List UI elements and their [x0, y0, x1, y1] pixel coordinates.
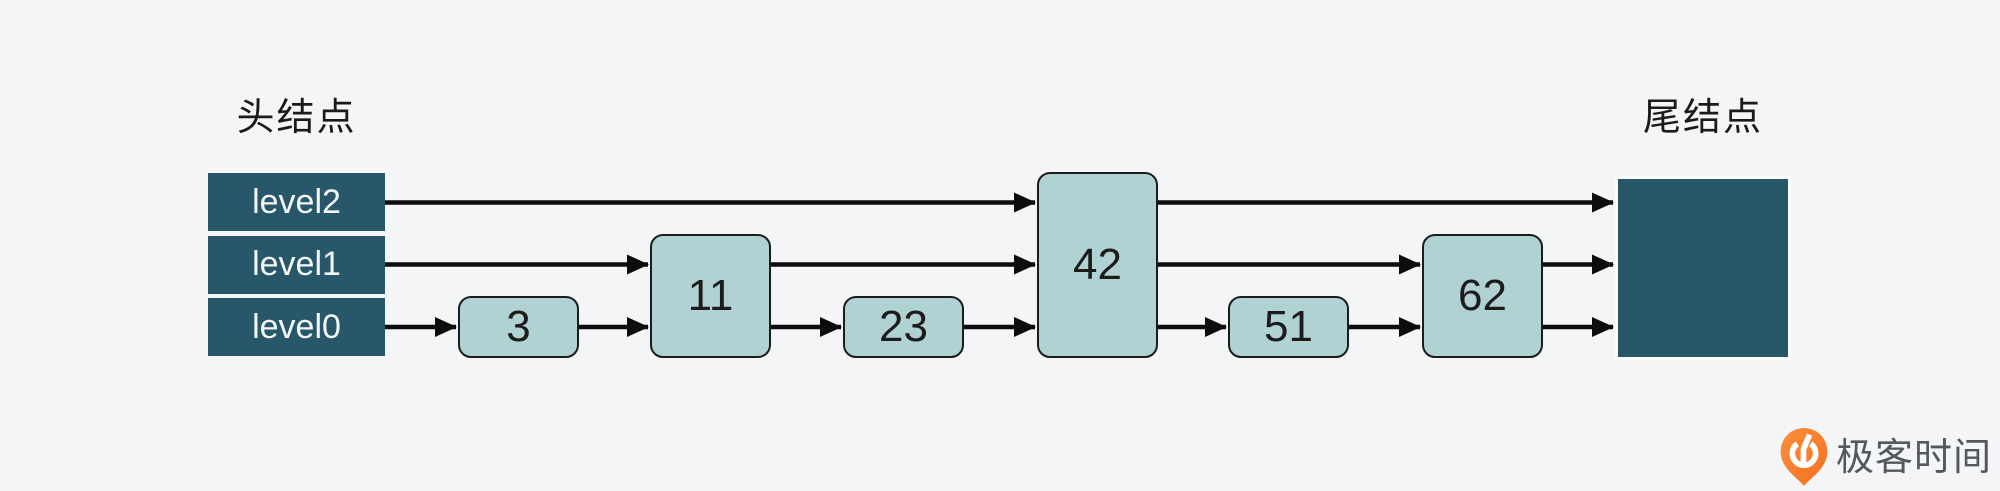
skiplist-node-11: 11 — [650, 234, 771, 358]
tail-node-label: 尾结点 — [1642, 96, 1763, 139]
head-level-row-level2: level2 — [208, 173, 385, 231]
head-node-box: level2 level1 level0 — [208, 173, 385, 356]
node-value: 11 — [687, 271, 734, 320]
head-level-label: level2 — [252, 182, 341, 221]
head-level-label: level1 — [252, 245, 341, 283]
tail-node-box — [1615, 176, 1791, 360]
skiplist-node-62: 62 — [1422, 234, 1543, 358]
skiplist-node-51: 51 — [1228, 296, 1349, 358]
brand-logo: 极客时间 — [1780, 428, 1992, 487]
head-level-row-level0: level0 — [208, 298, 385, 356]
node-value: 3 — [506, 302, 531, 351]
skiplist-node-3: 3 — [458, 296, 579, 358]
geektime-logo-text: 极客时间 — [1836, 436, 1993, 479]
head-level-label: level0 — [252, 307, 341, 346]
head-node-label: 头结点 — [236, 96, 357, 139]
node-value: 62 — [1458, 271, 1507, 320]
geektime-logo-icon — [1780, 428, 1828, 486]
head-level-row-level1: level1 — [208, 235, 385, 294]
skiplist-node-23: 23 — [843, 296, 964, 358]
node-value: 51 — [1264, 302, 1313, 351]
node-value: 23 — [879, 302, 928, 351]
node-value: 42 — [1073, 240, 1122, 289]
skiplist-node-42: 42 — [1037, 172, 1158, 358]
